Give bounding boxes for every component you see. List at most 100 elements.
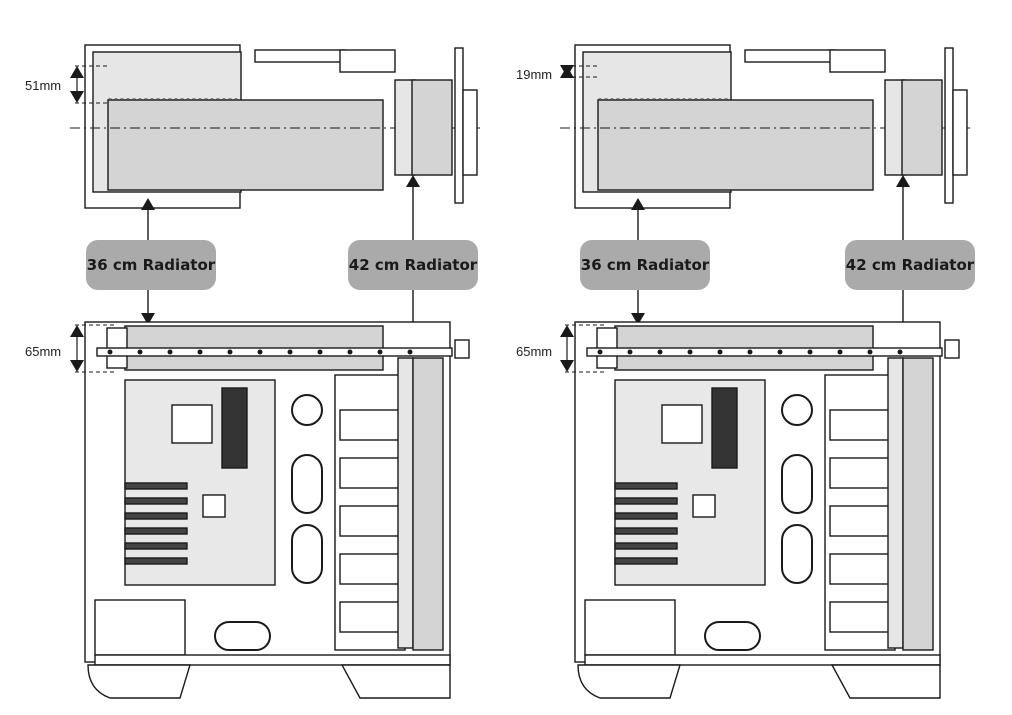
side-radiator: [412, 357, 444, 651]
rail-screw: [747, 349, 753, 355]
drive-tray: [829, 505, 891, 537]
foot: [577, 664, 681, 699]
pcie-slot: [124, 542, 188, 550]
side-handle: [454, 339, 470, 359]
pcie-slot: [614, 512, 678, 520]
rail-screw: [867, 349, 873, 355]
cpu-socket: [661, 404, 703, 444]
dim-arrow-up: [560, 325, 574, 337]
side-io: [462, 89, 478, 176]
drive-tray: [829, 457, 891, 489]
ram-slots: [711, 387, 738, 469]
side-radiator: [902, 357, 934, 651]
bottom-rail: [584, 654, 941, 666]
rail-screw: [897, 349, 903, 355]
pcie-slot: [124, 527, 188, 535]
cable-grommet: [214, 621, 271, 651]
pcie-slot: [614, 557, 678, 565]
arrow-36-bottom: [141, 313, 155, 325]
side-radiator-top-view: [411, 79, 453, 176]
psu: [584, 599, 676, 656]
cable-grommet: [291, 454, 323, 514]
side-radiator-top-view: [901, 79, 943, 176]
chipset: [692, 494, 716, 518]
pcie-slot: [124, 497, 188, 505]
cable-grommet: [704, 621, 761, 651]
side-dimension-left: 65mm: [25, 344, 62, 359]
cable-grommet: [291, 394, 323, 426]
radiator-top-view: [107, 99, 384, 191]
dim-arrow-down: [560, 360, 574, 372]
pcie-slot: [614, 482, 678, 490]
drive-tray: [829, 553, 891, 585]
drive-tray: [339, 457, 401, 489]
cable-grommet: [781, 394, 813, 426]
rail-screw: [657, 349, 663, 355]
rail-screw: [627, 349, 633, 355]
drive-tray: [339, 505, 401, 537]
cable-grommet: [291, 524, 323, 584]
dim-arrow-up: [70, 325, 84, 337]
rail-screw: [687, 349, 693, 355]
drive-tray: [829, 601, 891, 633]
rail-screw: [377, 349, 383, 355]
pcie-slot: [614, 527, 678, 535]
chipset: [202, 494, 226, 518]
bracket: [744, 49, 836, 63]
rail-screw: [837, 349, 843, 355]
rail-screw: [107, 349, 113, 355]
label-42cm-radiator-right: 42 cm Radiator: [845, 240, 975, 290]
side-io: [952, 89, 968, 176]
dim-arrow-down: [560, 65, 574, 77]
rail-screw: [197, 349, 203, 355]
radiator-top-view: [597, 99, 874, 191]
ram-slots: [221, 387, 248, 469]
foot: [830, 664, 941, 699]
psu: [94, 599, 186, 656]
top-rail: [586, 347, 943, 357]
top-dimension-left: 51mm: [25, 78, 62, 93]
dim-arrow-down: [70, 360, 84, 372]
dim-arrow-down: [70, 91, 84, 103]
bracket: [254, 49, 346, 63]
top-rail: [96, 347, 453, 357]
drive-tray: [339, 553, 401, 585]
pcie-slot: [614, 497, 678, 505]
top-dimension-right: 19mm: [516, 67, 553, 82]
pcie-slot: [124, 557, 188, 565]
bottom-rail: [94, 654, 451, 666]
rail-screw: [257, 349, 263, 355]
side-fan: [397, 357, 414, 649]
rail-screw: [807, 349, 813, 355]
cable-grommet: [781, 524, 813, 584]
label-36cm-radiator-right: 36 cm Radiator: [580, 240, 710, 290]
thermaltake-badge: [339, 49, 396, 73]
foot: [87, 664, 191, 699]
arrow-36-top: [631, 198, 645, 210]
thermaltake-badge: [829, 49, 886, 73]
rail-screw: [287, 349, 293, 355]
cable-grommet: [781, 454, 813, 514]
foot: [340, 664, 451, 699]
side-handle: [944, 339, 960, 359]
arrow-42-top: [896, 175, 910, 187]
drive-tray: [339, 601, 401, 633]
label-36cm-radiator-left: 36 cm Radiator: [86, 240, 216, 290]
side-panel-top-view: [454, 47, 464, 204]
rail-screw: [227, 349, 233, 355]
rail-screw: [717, 349, 723, 355]
arrow-42-top: [406, 175, 420, 187]
rail-screw: [407, 349, 413, 355]
arrow-36-top: [141, 198, 155, 210]
side-dimension-right: 65mm: [516, 344, 553, 359]
pcie-slot: [614, 542, 678, 550]
rail-screw: [167, 349, 173, 355]
side-panel-top-view: [944, 47, 954, 204]
cpu-socket: [171, 404, 213, 444]
pcie-slot: [124, 512, 188, 520]
drive-tray: [829, 409, 891, 441]
rail-screw: [597, 349, 603, 355]
label-42cm-radiator-left: 42 cm Radiator: [348, 240, 478, 290]
pcie-slot: [124, 482, 188, 490]
